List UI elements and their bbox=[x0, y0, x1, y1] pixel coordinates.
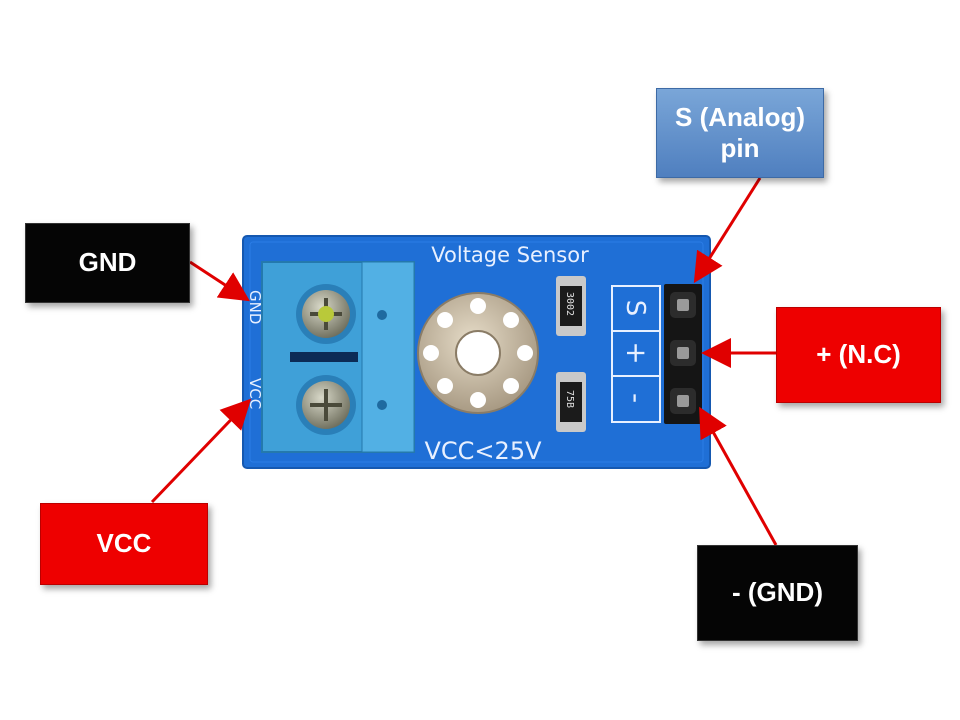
arrow-vcc bbox=[150, 398, 252, 504]
resistor-bottom-code: 75B bbox=[564, 390, 575, 408]
callout-signal-line2: pin bbox=[720, 133, 760, 163]
callout-minus-text: - (GND) bbox=[732, 577, 823, 608]
gnd-silk-label: GND bbox=[246, 290, 264, 324]
resistor-top-code: 3002 bbox=[564, 292, 575, 316]
vcc-screw bbox=[296, 375, 356, 435]
pin-label-s: S bbox=[620, 300, 650, 317]
pin-label-minus: - bbox=[620, 393, 653, 403]
resistor-top: 3002 bbox=[556, 276, 586, 336]
resistor-bottom: 75B bbox=[556, 372, 586, 432]
callout-gnd: GND bbox=[25, 223, 190, 303]
gnd-screw bbox=[296, 284, 356, 344]
arrow-signal bbox=[693, 177, 762, 284]
callout-minus: - (GND) bbox=[697, 545, 858, 641]
callout-plus: + (N.C) bbox=[776, 307, 941, 403]
arrow-minus bbox=[699, 406, 778, 546]
pin-plus bbox=[670, 340, 696, 366]
pin-label-plus: + bbox=[620, 341, 653, 364]
callout-signal-line1: S (Analog) bbox=[675, 101, 805, 132]
callout-plus-text: + (N.C) bbox=[816, 339, 901, 370]
board-title: Voltage Sensor bbox=[431, 243, 589, 267]
callout-gnd-text: GND bbox=[78, 247, 137, 278]
callout-signal: S (Analog) pin bbox=[656, 88, 824, 178]
arrow-gnd bbox=[189, 260, 251, 302]
mounting-hole bbox=[417, 292, 539, 414]
header-pins bbox=[664, 284, 702, 424]
board-rating: VCC<25V bbox=[425, 437, 543, 465]
callout-vcc-text: VCC bbox=[96, 528, 152, 559]
pin-label-box bbox=[611, 285, 661, 423]
pin-minus bbox=[670, 388, 696, 414]
callout-vcc: VCC bbox=[40, 503, 208, 585]
pin-s bbox=[670, 292, 696, 318]
